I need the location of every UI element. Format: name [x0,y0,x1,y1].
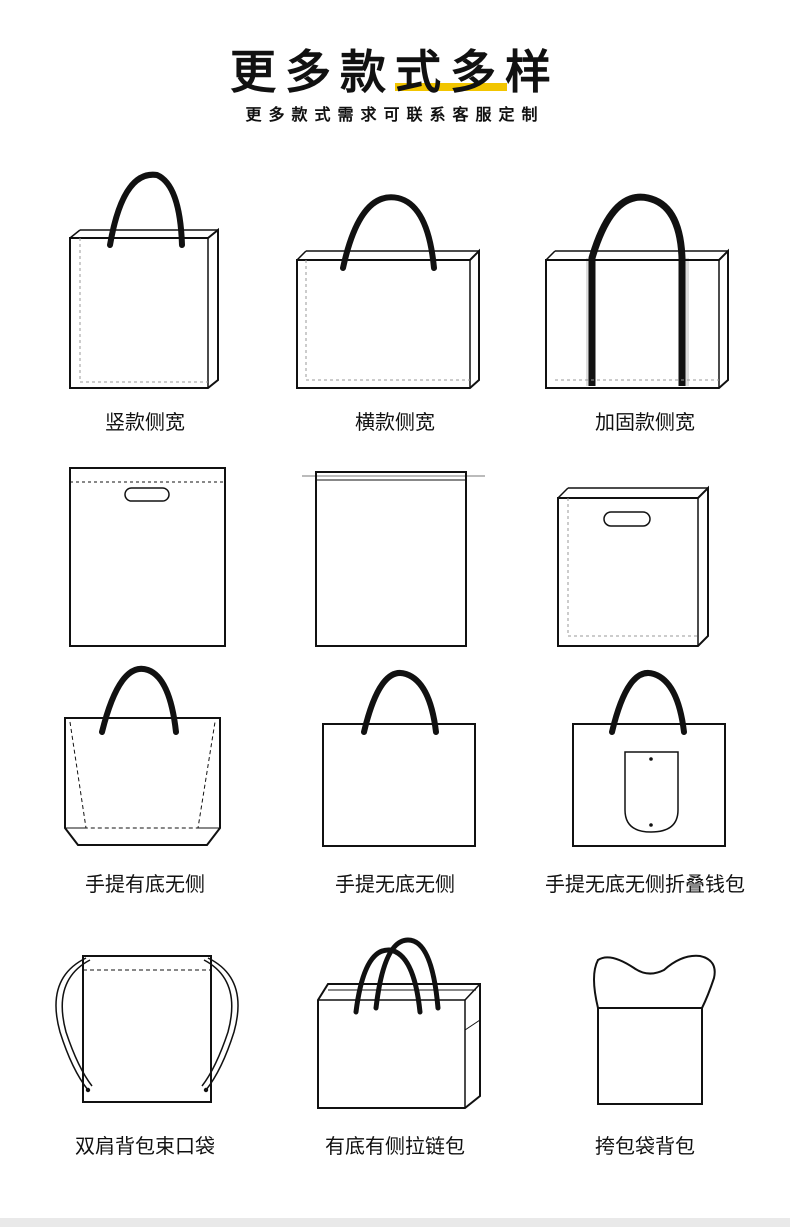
bag-item-die-cut-gusset [530,460,760,660]
horizontal-side-gusset-bag-icon [296,194,480,389]
page-subtitle: 更多款式需求可联系客服定制 [245,105,545,124]
handle-bottom-no-side-bag-icon [64,665,221,846]
bag-label: 有底有侧拉链包 [325,1134,465,1158]
bag-label: 竖款侧宽 [105,410,185,434]
bag-item-handle-bottom: 手提有底无侧 [30,660,260,910]
bag-label: 挎包袋背包 [595,1134,695,1158]
bag-label: 手提无底无侧折叠钱包 [545,872,745,896]
bag-item-tote-knot: 挎包袋背包 [530,930,760,1180]
bag-item-zipper-gusset: 有底有侧拉链包 [280,930,510,1180]
footer-strip [0,1218,790,1227]
die-cut-handle-gusset-bag-icon [557,485,709,647]
drawstring-flat-bag-icon [302,471,485,647]
vertical-side-gusset-bag-icon [69,171,219,389]
bag-label: 加固款侧宽 [595,410,695,434]
bag-label: 双肩背包束口袋 [75,1134,215,1158]
bag-label: 手提有底无侧 [85,872,205,896]
die-cut-handle-flat-bag-icon [69,467,226,647]
page-title: 更多款式多样 [230,45,560,99]
zipper-gusset-bag-icon [317,937,481,1109]
handle-no-bottom-no-side-bag-icon [322,669,476,847]
bag-item-reinforced-side: 加固款侧宽 [530,160,760,450]
foldable-wallet-bag-icon [572,669,726,847]
tote-knot-bag-icon [593,954,716,1105]
title-accent-bar [395,83,507,91]
bag-item-drawstring-flat [280,460,510,660]
bag-item-drawstring-backpack: 双肩背包束口袋 [30,930,260,1180]
bag-label: 横款侧宽 [355,410,435,434]
bag-item-horizontal-side: 横款侧宽 [280,160,510,450]
bag-item-vertical-side: 竖款侧宽 [30,160,260,450]
reinforced-side-gusset-bag-icon [545,193,729,389]
bag-item-handle-no-bottom: 手提无底无侧 [280,660,510,910]
bag-item-foldable-wallet: 手提无底无侧折叠钱包 [530,660,760,910]
drawstring-backpack-icon [55,955,239,1103]
bag-label: 手提无底无侧 [335,872,455,896]
bag-item-die-cut-flat [30,460,260,660]
header: 更多款式多样 更多款式需求可联系客服定制 [0,0,790,140]
